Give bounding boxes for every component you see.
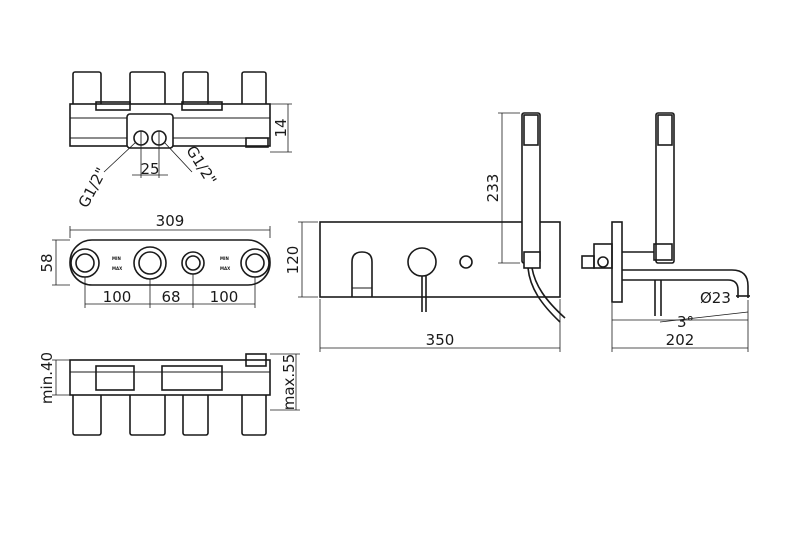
dim-120: 120: [284, 246, 302, 275]
dim-25: 25: [140, 160, 159, 178]
thread-right-label: G1/2": [182, 142, 220, 188]
min-mark-right: MIN: [220, 256, 229, 261]
min-mark-left: MIN: [112, 256, 121, 261]
dim-14: 14: [272, 118, 290, 137]
dim-68: 68: [161, 288, 180, 306]
dim-min-40: min.40: [38, 352, 56, 404]
dim-100-right: 100: [210, 288, 239, 306]
thread-left-label: G1/2": [75, 165, 111, 211]
side-view: [581, 112, 750, 352]
top-view: [69, 71, 292, 178]
dim-angle-3: 3°: [677, 313, 694, 331]
dim-309: 309: [156, 212, 185, 230]
dim-58: 58: [38, 253, 56, 272]
dim-233: 233: [484, 174, 502, 203]
max-mark-right: MAX: [220, 266, 230, 271]
dim-max-55: max.55: [280, 354, 298, 411]
dim-350: 350: [426, 331, 455, 349]
dim-202: 202: [666, 331, 695, 349]
dim-diameter-23: Ø23: [700, 289, 731, 307]
max-mark-left: MAX: [112, 266, 122, 271]
front-body-view: [52, 226, 271, 308]
bottom-view: [52, 353, 300, 436]
wall-plate-front-view: [298, 112, 566, 352]
dim-100-left: 100: [103, 288, 132, 306]
